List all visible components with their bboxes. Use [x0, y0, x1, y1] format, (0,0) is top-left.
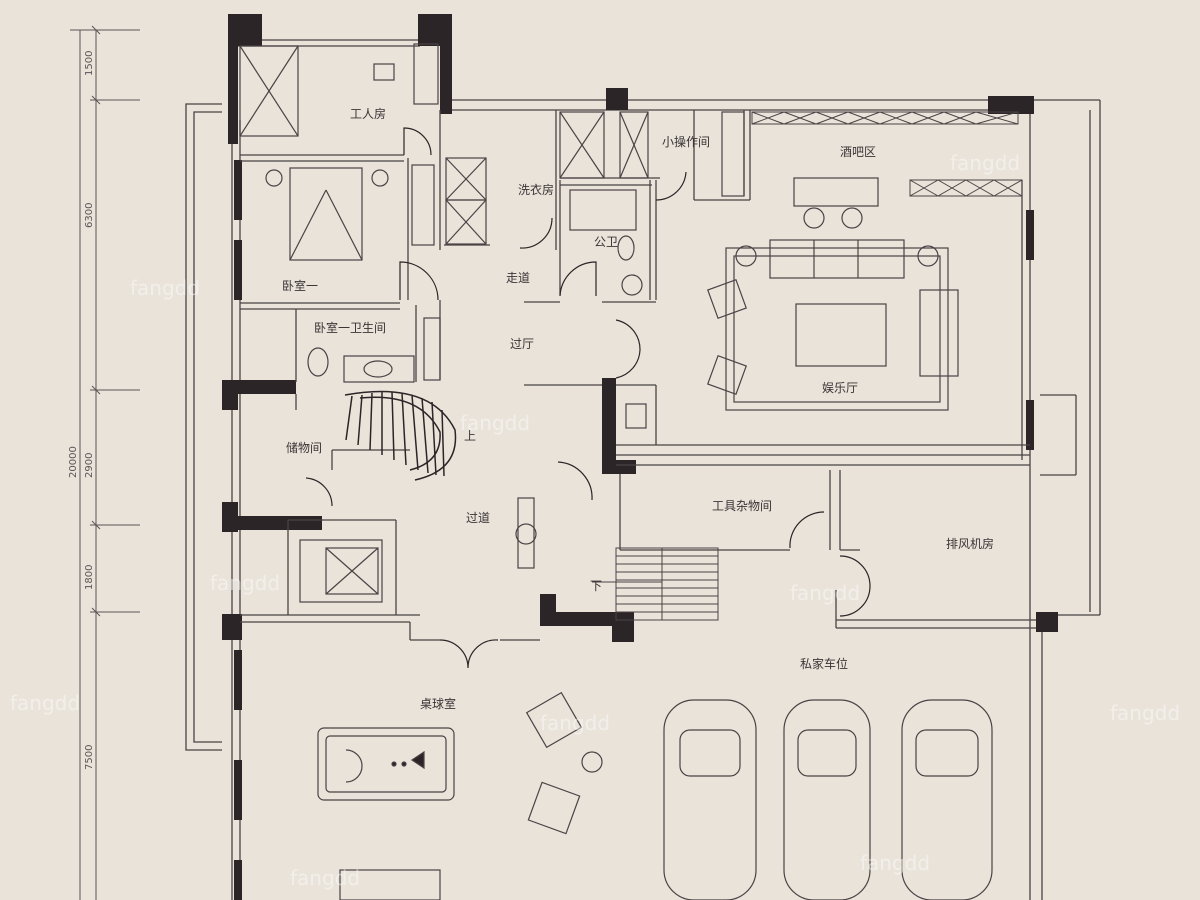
room-label-laundry: 洗衣房 [518, 182, 554, 197]
room-label-billiard-room: 桌球室 [420, 696, 456, 711]
dimension-6300: 6300 [84, 203, 95, 228]
room-label-storage: 储物间 [286, 440, 322, 455]
dimension-lines [70, 25, 140, 900]
straight-staircase [592, 547, 719, 621]
room-label-entertainment-hall: 娱乐厅 [822, 381, 858, 395]
watermark-9: fangdd [290, 866, 360, 890]
room-label-tool-room: 工具杂物间 [712, 499, 772, 513]
room-label-exhaust-fan-room: 排风机房 [946, 536, 994, 551]
dimension-1800: 1800 [84, 565, 95, 590]
watermark-1: fangdd [950, 151, 1020, 175]
watermark-8: fangdd [10, 691, 80, 715]
watermark-10: fangdd [860, 851, 930, 875]
watermark-4: fangdd [210, 571, 280, 595]
watermarks: fangdd fangdd fangdd fangdd fangdd fangd… [10, 151, 1180, 890]
interior-walls [240, 110, 1077, 641]
stair-up-mark: 上 [464, 429, 476, 443]
dimension-1500: 1500 [84, 51, 95, 76]
stair-down-mark: 下 [590, 579, 602, 593]
curved-staircase [344, 390, 457, 481]
room-label-corridor: 走道 [506, 271, 530, 285]
watermark-6: fangdd [1110, 701, 1180, 725]
watermark-7: fangdd [540, 711, 610, 735]
room-label-public-bath: 公卫 [594, 235, 618, 249]
dimension-7500: 7500 [84, 745, 95, 770]
outer-walls [185, 39, 1101, 900]
room-label-small-kitchen: 小操作间 [662, 134, 710, 149]
doors [305, 127, 871, 669]
watermark-3: fangdd [460, 411, 530, 435]
room-label-bar-area: 酒吧区 [840, 145, 876, 159]
room-label-private-parking: 私家车位 [800, 656, 848, 671]
windows [751, 111, 1023, 197]
room-label-bedroom-1-bath: 卧室一卫生间 [314, 320, 386, 335]
structural-columns [222, 14, 1058, 900]
room-label-hall: 过厅 [510, 337, 534, 351]
room-label-bedroom-1: 卧室一 [282, 278, 318, 293]
dimension-2900: 2900 [84, 453, 95, 478]
dimension-total-20000: 20000 [68, 446, 79, 478]
watermark-2: fangdd [130, 276, 200, 300]
room-label-passage: 过道 [466, 511, 490, 525]
furniture [239, 43, 993, 900]
watermark-5: fangdd [790, 581, 860, 605]
room-label-worker-room: 工人房 [350, 106, 386, 121]
